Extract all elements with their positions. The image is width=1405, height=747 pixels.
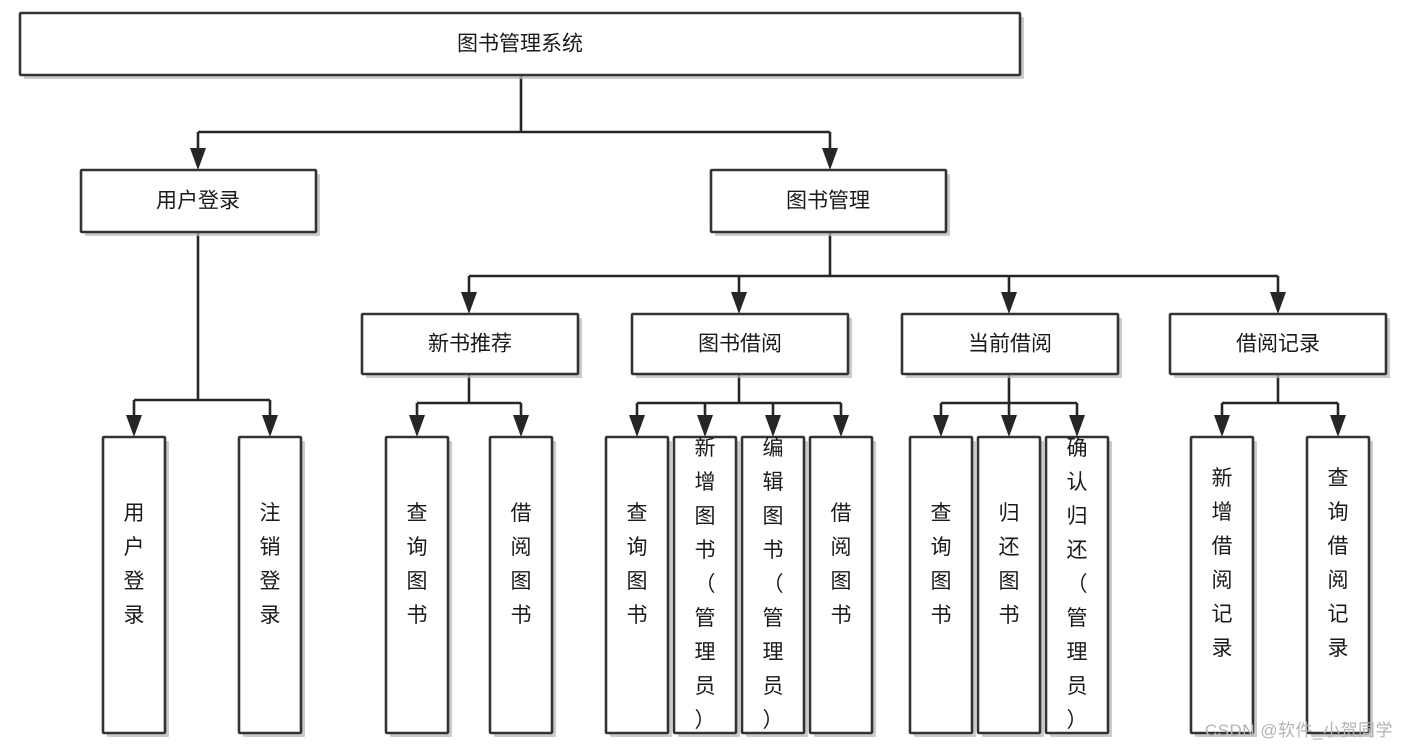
arrow-leaf-query-book-3 [933, 415, 949, 437]
leaf-newbook-borrow[interactable]: 借阅图书 [488, 435, 556, 737]
arrow-bookborrow [731, 292, 747, 314]
arrow-leaf-return-book [1001, 415, 1017, 437]
leaf-newbook-query-label: 查询图书 [407, 502, 428, 627]
arrow-book-manage [822, 148, 838, 170]
node-user-login[interactable]: 用户登录 [79, 168, 320, 236]
connectors-newbook-to-leaves [409, 375, 529, 437]
connectors-currentborrow-to-leaves [933, 375, 1085, 437]
node-user-login-label: 用户登录 [156, 190, 240, 213]
arrow-leaf-logout [262, 415, 278, 437]
leaf-newbook-borrow-label: 借阅图书 [511, 502, 532, 627]
node-root-label: 图书管理系统 [457, 33, 583, 56]
arrow-leaf-borrow-book-2 [833, 415, 849, 437]
arrow-leaf-user-login [126, 415, 142, 437]
leaf-user-login-logout-label: 注销登录 [260, 502, 281, 627]
leaf-currentborrow-return[interactable]: 归还图书 [976, 435, 1044, 737]
node-book-manage-label: 图书管理 [786, 190, 870, 213]
arrow-leaf-confirm-return [1069, 415, 1085, 437]
leaf-bookborrow-edit-label: 编辑图书（管理员） [763, 437, 784, 732]
arrow-borrowrecord [1270, 292, 1286, 314]
leaf-newbook-query[interactable]: 查询图书 [384, 435, 452, 737]
node-book-borrow[interactable]: 图书借阅 [630, 312, 852, 378]
connectors-borrowrecord-to-leaves [1214, 375, 1346, 437]
leaf-user-login-login[interactable]: 用户登录 [101, 435, 169, 737]
leaf-currentborrow-confirm[interactable]: 确认归还（管理员） [1044, 435, 1112, 737]
connectors-userlogin-to-leaves [126, 233, 278, 437]
arrow-leaf-query-record [1330, 415, 1346, 437]
leaf-bookborrow-query-label: 查询图书 [627, 502, 648, 627]
node-book-borrow-label: 图书借阅 [698, 333, 782, 356]
arrow-leaf-add-record [1214, 415, 1230, 437]
arrow-user-login [190, 148, 206, 170]
leaf-currentborrow-return-label: 归还图书 [999, 502, 1020, 627]
leaf-user-login-login-label: 用户登录 [124, 502, 145, 627]
leaf-borrowrecord-add-label: 新增借阅记录 [1212, 467, 1233, 660]
node-root[interactable]: 图书管理系统 [18, 11, 1024, 79]
arrow-leaf-edit-book [765, 415, 781, 437]
arrow-leaf-add-book [697, 415, 713, 437]
arrow-leaf-borrow-book-1 [513, 415, 529, 437]
node-current-borrow-label: 当前借阅 [968, 333, 1052, 356]
leaf-currentborrow-query[interactable]: 查询图书 [908, 435, 976, 737]
node-borrow-record-label: 借阅记录 [1236, 333, 1320, 356]
arrow-currentborrow [1001, 292, 1017, 314]
leaf-bookborrow-add[interactable]: 新增图书（管理员） [672, 435, 740, 737]
leaf-bookborrow-query[interactable]: 查询图书 [604, 435, 672, 737]
leaf-bookborrow-borrow[interactable]: 借阅图书 [808, 435, 876, 737]
leaf-currentborrow-confirm-label: 确认归还（管理员） [1067, 437, 1088, 732]
arrow-leaf-query-book-1 [409, 415, 425, 437]
leaf-borrowrecord-add[interactable]: 新增借阅记录 [1189, 435, 1257, 737]
leaf-bookborrow-edit[interactable]: 编辑图书（管理员） [740, 435, 808, 737]
leaf-currentborrow-query-label: 查询图书 [931, 502, 952, 627]
connectors-root-to-level2 [190, 75, 838, 170]
node-current-borrow[interactable]: 当前借阅 [900, 312, 1122, 378]
node-new-book-recommend[interactable]: 新书推荐 [360, 312, 582, 378]
leaf-user-login-logout[interactable]: 注销登录 [237, 435, 305, 737]
leaf-borrowrecord-query[interactable]: 查询借阅记录 [1305, 435, 1373, 737]
connectors-bookborrow-to-leaves [629, 375, 849, 437]
leaf-bookborrow-add-label: 新增图书（管理员） [695, 437, 716, 732]
node-book-manage[interactable]: 图书管理 [709, 168, 950, 236]
arrow-newbook [461, 292, 477, 314]
node-borrow-record[interactable]: 借阅记录 [1168, 312, 1390, 378]
arrow-leaf-query-book-2 [629, 415, 645, 437]
node-new-book-recommend-label: 新书推荐 [428, 333, 512, 356]
leaf-borrowrecord-query-label: 查询借阅记录 [1328, 467, 1349, 660]
leaf-bookborrow-borrow-label: 借阅图书 [831, 502, 852, 627]
connectors-bookmanage-to-level3 [461, 233, 1286, 314]
